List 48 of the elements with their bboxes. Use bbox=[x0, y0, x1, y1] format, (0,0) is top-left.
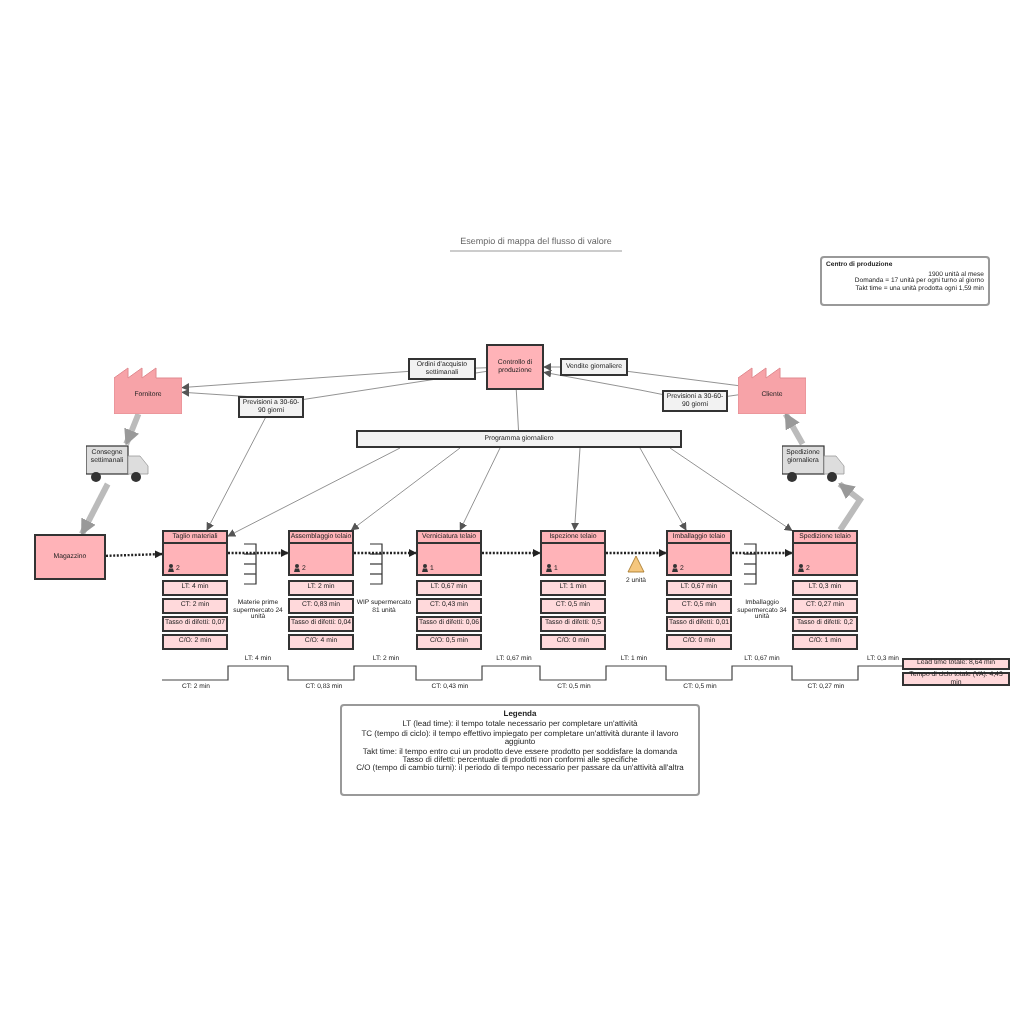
data-box bbox=[416, 634, 482, 650]
data-box bbox=[666, 634, 732, 650]
data-box bbox=[288, 580, 354, 596]
data-box bbox=[666, 616, 732, 632]
push-arrow bbox=[482, 549, 541, 557]
data-box bbox=[666, 598, 732, 614]
process-box bbox=[540, 530, 606, 576]
data-box bbox=[288, 598, 354, 614]
data-box bbox=[288, 616, 354, 632]
push-arrow bbox=[354, 549, 417, 557]
control-box bbox=[486, 344, 544, 390]
data-box bbox=[540, 634, 606, 650]
data-box bbox=[540, 598, 606, 614]
info-box bbox=[820, 256, 990, 306]
data-box bbox=[416, 616, 482, 632]
shipment-arrow bbox=[79, 482, 111, 536]
data-box bbox=[792, 580, 858, 596]
data-box bbox=[540, 616, 606, 632]
process-box bbox=[792, 530, 858, 576]
process-box bbox=[288, 530, 354, 576]
info-box bbox=[408, 358, 476, 380]
data-box bbox=[416, 580, 482, 596]
process-box bbox=[666, 530, 732, 576]
summary-box bbox=[902, 672, 1010, 686]
data-box bbox=[792, 616, 858, 632]
legend-box bbox=[340, 704, 700, 796]
shipment-arrow bbox=[123, 412, 142, 446]
warehouse-box bbox=[34, 534, 106, 580]
push-arrow bbox=[732, 549, 793, 557]
data-box bbox=[792, 598, 858, 614]
data-box bbox=[162, 598, 228, 614]
push-arrow bbox=[606, 549, 667, 557]
data-box bbox=[162, 616, 228, 632]
data-box bbox=[288, 634, 354, 650]
shipment-arrow bbox=[837, 481, 865, 532]
process-box bbox=[416, 530, 482, 576]
summary-box bbox=[902, 658, 1010, 670]
process-box bbox=[162, 530, 228, 576]
data-box bbox=[792, 634, 858, 650]
push-arrow bbox=[228, 549, 289, 557]
data-box bbox=[162, 634, 228, 650]
data-box bbox=[416, 598, 482, 614]
shipment-arrow bbox=[783, 412, 806, 446]
data-box bbox=[162, 580, 228, 596]
data-box bbox=[666, 580, 732, 596]
data-box bbox=[540, 580, 606, 596]
info-box bbox=[560, 358, 628, 376]
schedule-bar bbox=[356, 430, 682, 448]
